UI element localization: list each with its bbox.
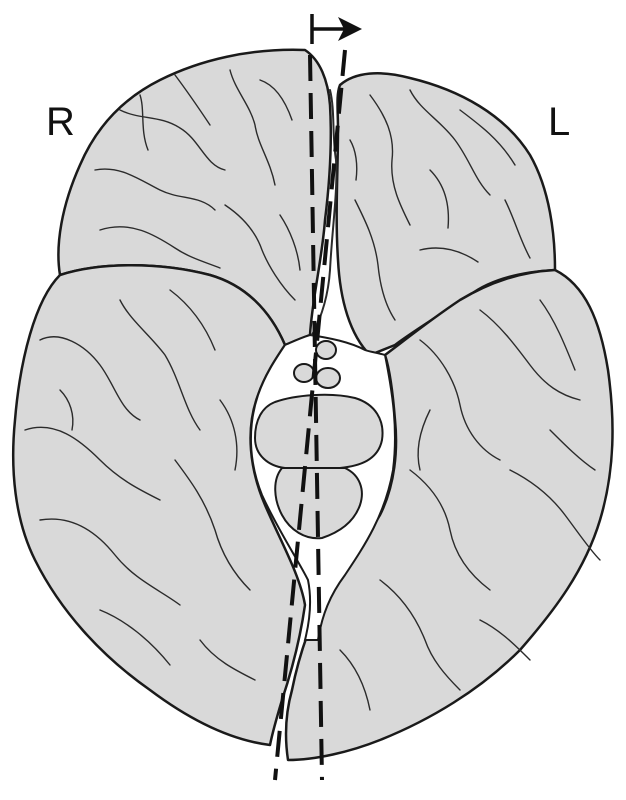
medulla [274,467,363,540]
left-side-label: L [548,100,571,144]
midline-dashed-line-shifted [273,49,347,781]
mammillary-body-left [293,363,315,383]
mammillary-body-upper [315,340,337,360]
longitudinal-fissure [311,89,338,336]
right-temporal-lobe [11,264,307,747]
right-arrow-with-bar-icon [310,14,362,44]
mammillary-body-right [315,367,341,389]
left-temporal-gyri [339,299,601,711]
midline-dashed-line-straight [308,54,324,781]
right-side-label: R [46,100,75,144]
right-temporal-gyri [24,289,256,681]
right-frontal-gyri [94,69,301,301]
left-frontal-gyri [349,89,531,321]
pons [254,393,384,469]
